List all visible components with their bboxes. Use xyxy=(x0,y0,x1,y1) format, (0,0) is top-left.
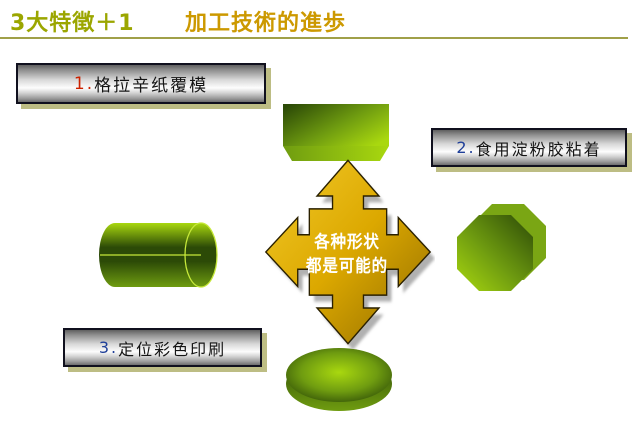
box-front-face xyxy=(283,104,389,146)
quad-arrow: 各种形状 都是可能的 xyxy=(264,159,435,349)
feature-box-1: 1.格拉辛纸覆模 xyxy=(16,63,266,104)
feature-box-2: 2.食用淀粉胶粘着 xyxy=(431,128,627,167)
green-disc-shape xyxy=(286,348,392,411)
center-text-line2: 都是可能的 xyxy=(305,256,388,276)
quad-arrow-body xyxy=(264,159,432,345)
title-underline xyxy=(0,37,628,39)
feature-box-2-label: 食用淀粉胶粘着 xyxy=(475,139,602,159)
disc-top-face xyxy=(286,348,392,402)
page-title-right: 加工技術的進歩 xyxy=(185,11,347,36)
feature-box-3-label: 定位彩色印刷 xyxy=(118,339,227,359)
feature-box-1-label: 格拉辛纸覆模 xyxy=(94,76,209,96)
feature-box-1-number: 1. xyxy=(73,73,95,94)
box-bottom-face xyxy=(283,146,389,161)
octagon-front-face xyxy=(457,215,533,291)
center-text-line1: 各种形状 xyxy=(313,232,380,252)
green-box-shape xyxy=(283,104,389,161)
green-cylinder-shape xyxy=(99,222,218,288)
feature-box-3-number: 3. xyxy=(98,338,119,357)
feature-box-3: 3.定位彩色印刷 xyxy=(63,328,262,367)
feature-box-2-number: 2. xyxy=(456,138,476,157)
page-title-left: 3大特徴＋1 xyxy=(10,11,135,36)
green-octagon-shape xyxy=(457,204,546,291)
